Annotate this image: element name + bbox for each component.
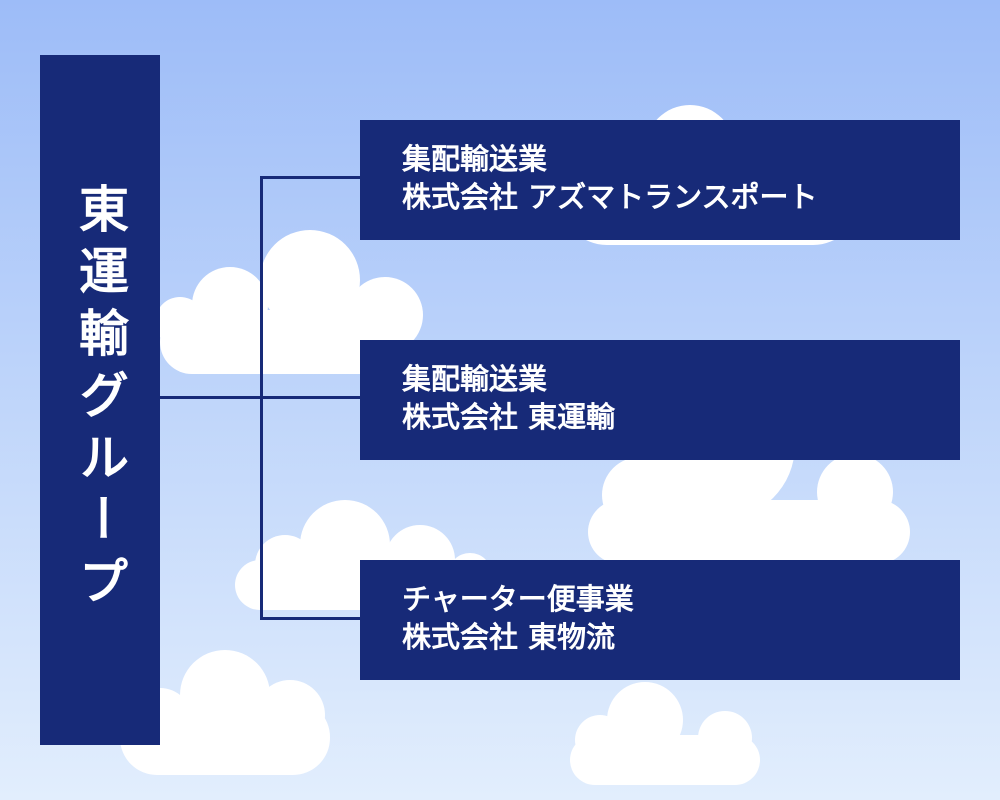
connector-branch-1 — [260, 176, 360, 179]
company-name: 株式会社 アズマトランスポート — [402, 180, 818, 214]
company-box-azuma-unyu: 集配輸送業 株式会社 東運輸 — [360, 340, 960, 460]
cloud-icon — [570, 682, 760, 785]
group-title-box: 東運輸グループ — [40, 55, 160, 745]
company-name: 株式会社 東物流 — [402, 620, 616, 654]
connector-vertical — [260, 176, 263, 620]
company-business: チャーター便事業 — [402, 582, 634, 616]
company-box-azuma-butsuryu: チャーター便事業 株式会社 東物流 — [360, 560, 960, 680]
company-business: 集配輸送業 — [402, 362, 548, 396]
connector-branch-3 — [260, 617, 360, 620]
cloud-icon — [155, 230, 423, 374]
company-name: 株式会社 東運輸 — [402, 400, 616, 434]
company-box-azuma-transport: 集配輸送業 株式会社 アズマトランスポート — [360, 120, 960, 240]
group-title: 東運輸グループ — [71, 183, 129, 617]
company-business: 集配輸送業 — [402, 142, 548, 176]
cloud-icon — [120, 650, 330, 775]
